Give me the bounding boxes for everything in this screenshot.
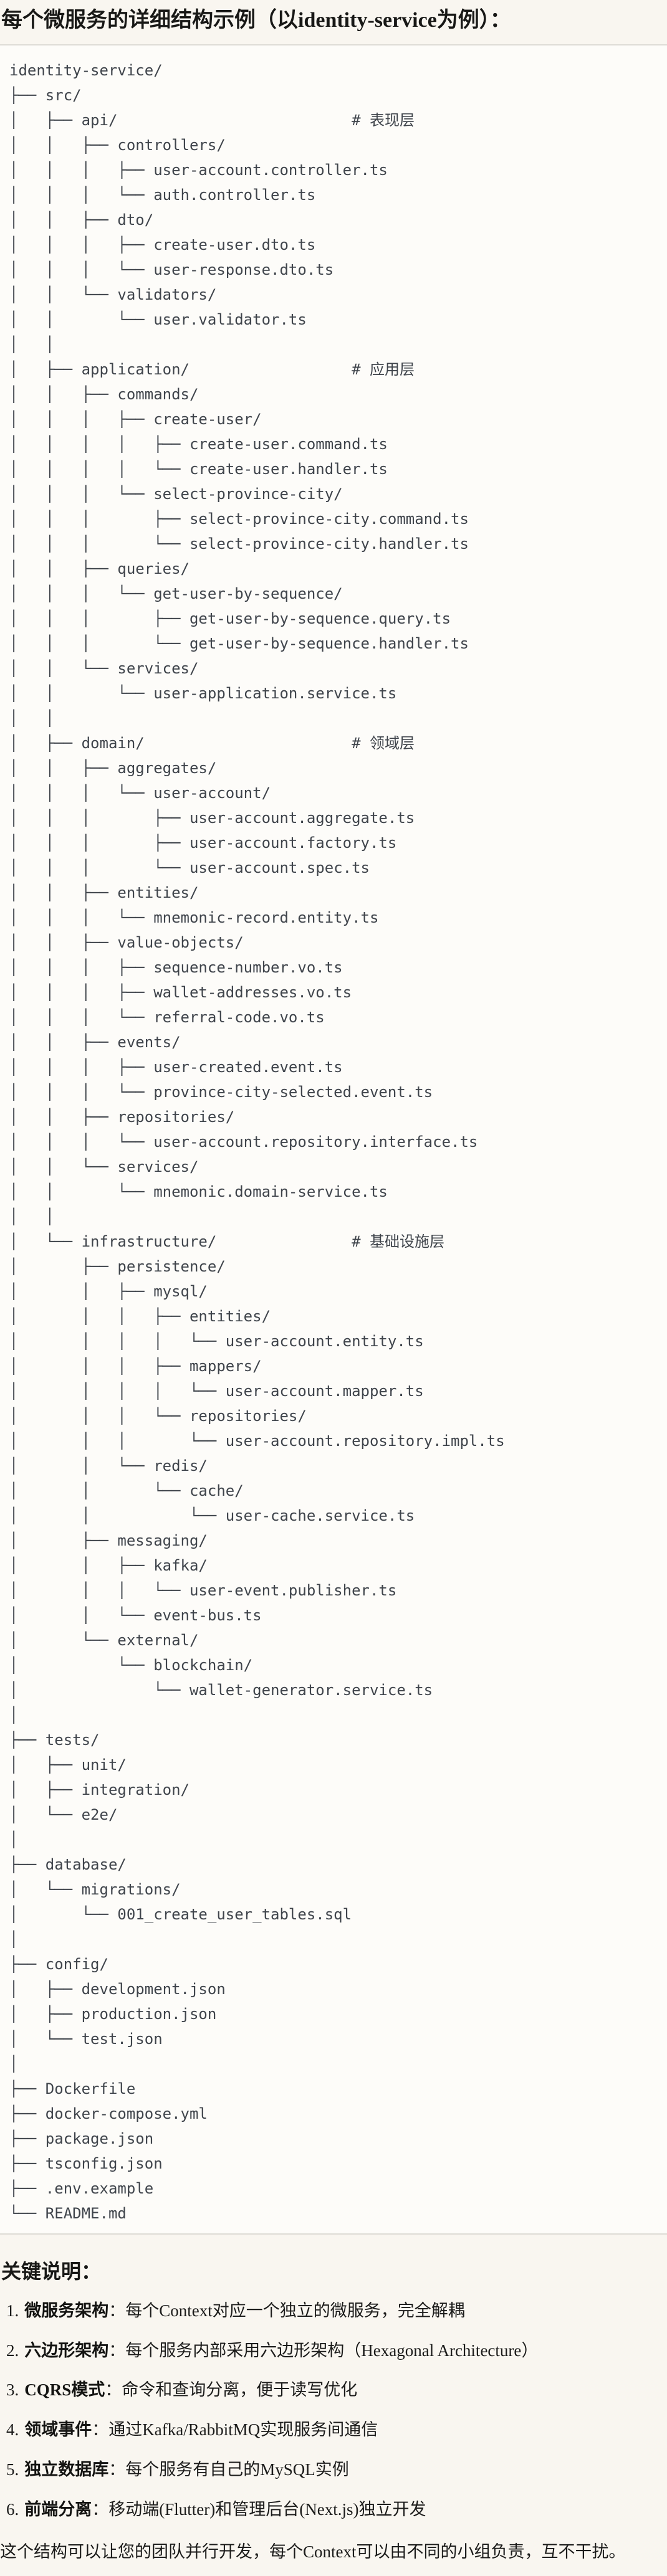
directory-tree: identity-service/ ├── src/ │ ├── api/ # … (9, 61, 505, 2222)
note-desc: ：每个服务有自己的MySQL实例 (108, 2460, 349, 2479)
note-item-microservices: 1. 微服务架构：每个Context对应一个独立的微服务，完全解耦 (0, 2299, 667, 2323)
note-desc: ：每个Context对应一个独立的微服务，完全解耦 (108, 2301, 465, 2320)
note-term: CQRS模式 (24, 2380, 105, 2400)
key-notes-section: 关键说明： 1. 微服务架构：每个Context对应一个独立的微服务，完全解耦 2… (0, 2260, 667, 2564)
note-term: 前端分离 (24, 2499, 92, 2519)
note-number: 3. (6, 2380, 19, 2400)
note-desc: ：命令和查询分离，便于读写优化 (105, 2380, 358, 2400)
page-title: 每个微服务的详细结构示例（以identity-service为例）： (1, 9, 511, 32)
note-item-frontend: 6.前端分离：移动端(Flutter)和管理后台(Next.js)独立开发 (0, 2498, 667, 2522)
note-number: 2. (6, 2341, 19, 2360)
note-desc: ：每个服务内部采用六边形架构（Hexagonal Architecture） (108, 2341, 539, 2360)
key-notes-heading: 关键说明： (1, 2260, 102, 2283)
directory-tree-block: identity-service/ ├── src/ │ ├── api/ # … (0, 44, 667, 2235)
note-number: 6. (6, 2499, 19, 2519)
note-term: 领域事件 (24, 2420, 92, 2440)
note-number: 4. (6, 2420, 19, 2440)
note-number: 1. (6, 2301, 19, 2320)
closing-paragraph: 这个结构可以让您的团队并行开发，每个Context可以由不同的小组负责，互不干扰… (0, 2542, 626, 2561)
note-number: 5. (6, 2460, 19, 2479)
note-item-database: 5. 独立数据库：每个服务有自己的MySQL实例 (0, 2458, 667, 2482)
note-term: 独立数据库 (24, 2460, 109, 2479)
note-term: 微服务架构 (24, 2301, 109, 2320)
note-term: 六边形架构 (24, 2341, 109, 2360)
note-desc: ：移动端(Flutter)和管理后台(Next.js)独立开发 (92, 2499, 426, 2519)
note-desc: ：通过Kafka/RabbitMQ实现服务间通信 (92, 2420, 378, 2440)
note-item-hexagonal: 2. 六边形架构：每个服务内部采用六边形架构（Hexagonal Architec… (0, 2339, 667, 2363)
note-item-domain-events: 4.领域事件：通过Kafka/RabbitMQ实现服务间通信 (0, 2418, 667, 2442)
note-item-cqrs: 3.CQRS模式：命令和查询分离，便于读写优化 (0, 2379, 667, 2402)
